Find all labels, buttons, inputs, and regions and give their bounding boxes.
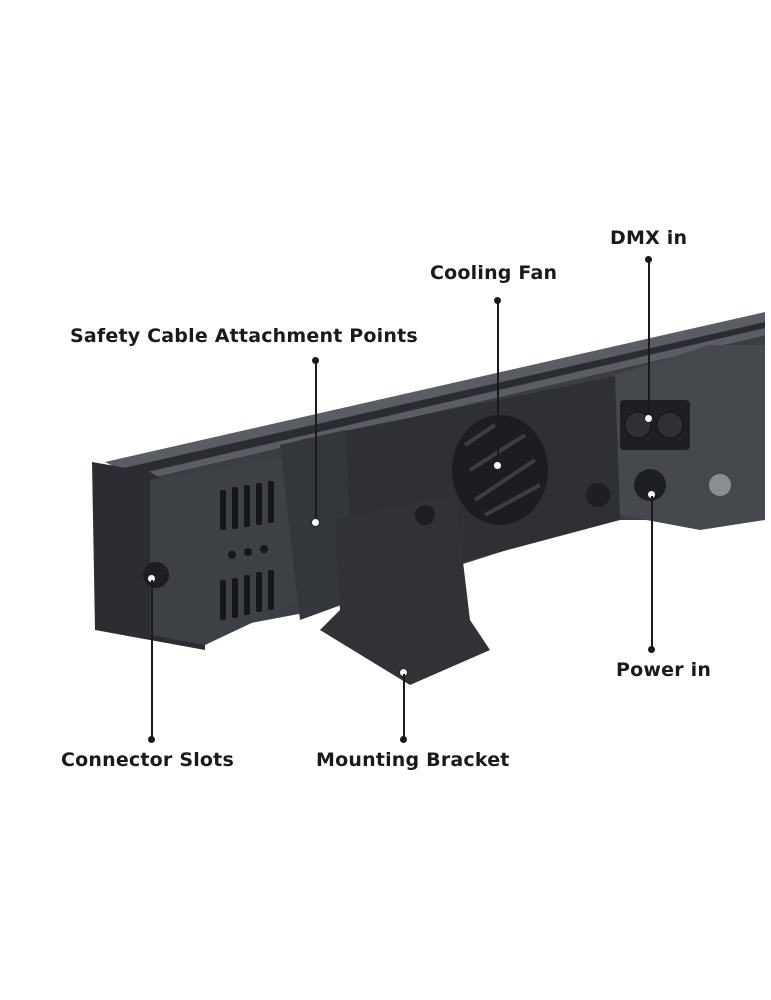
leader-dot	[148, 736, 155, 743]
leader-dot	[494, 297, 501, 304]
target-dot-safety-cable	[311, 518, 320, 527]
end-cap-face	[150, 455, 300, 645]
label-safety-cable: Safety Cable Attachment Points	[70, 325, 418, 347]
label-mounting-bracket: Mounting Bracket	[316, 749, 510, 771]
bracket-bolt	[415, 505, 435, 525]
leader-line-safety-cable	[315, 361, 317, 522]
dmx-connector-2	[656, 411, 684, 439]
leader-line-mounting-bracket	[403, 674, 405, 738]
bar-lens-line	[115, 322, 765, 476]
power-connector	[634, 469, 666, 501]
label-connector-slots: Connector Slots	[61, 749, 234, 771]
leader-dot	[645, 256, 652, 263]
leader-line-connector-slots	[151, 580, 153, 738]
metal-connector	[709, 474, 731, 496]
label-dmx-in: DMX in	[610, 227, 688, 249]
leader-line-cooling-fan	[497, 301, 499, 465]
label-power-in: Power in	[616, 659, 712, 681]
label-cooling-fan: Cooling Fan	[430, 262, 558, 284]
target-dot-dmx-in	[644, 414, 653, 423]
leader-dot	[312, 357, 319, 364]
leader-line-power-in	[651, 496, 653, 648]
end-cap-vents	[220, 481, 274, 620]
leader-dot	[648, 646, 655, 653]
leader-dot	[400, 736, 407, 743]
target-dot-cooling-fan	[493, 461, 502, 470]
leader-line-dmx-in	[648, 260, 650, 418]
mounting-bracket-shape	[320, 495, 490, 685]
side-port	[586, 483, 610, 507]
